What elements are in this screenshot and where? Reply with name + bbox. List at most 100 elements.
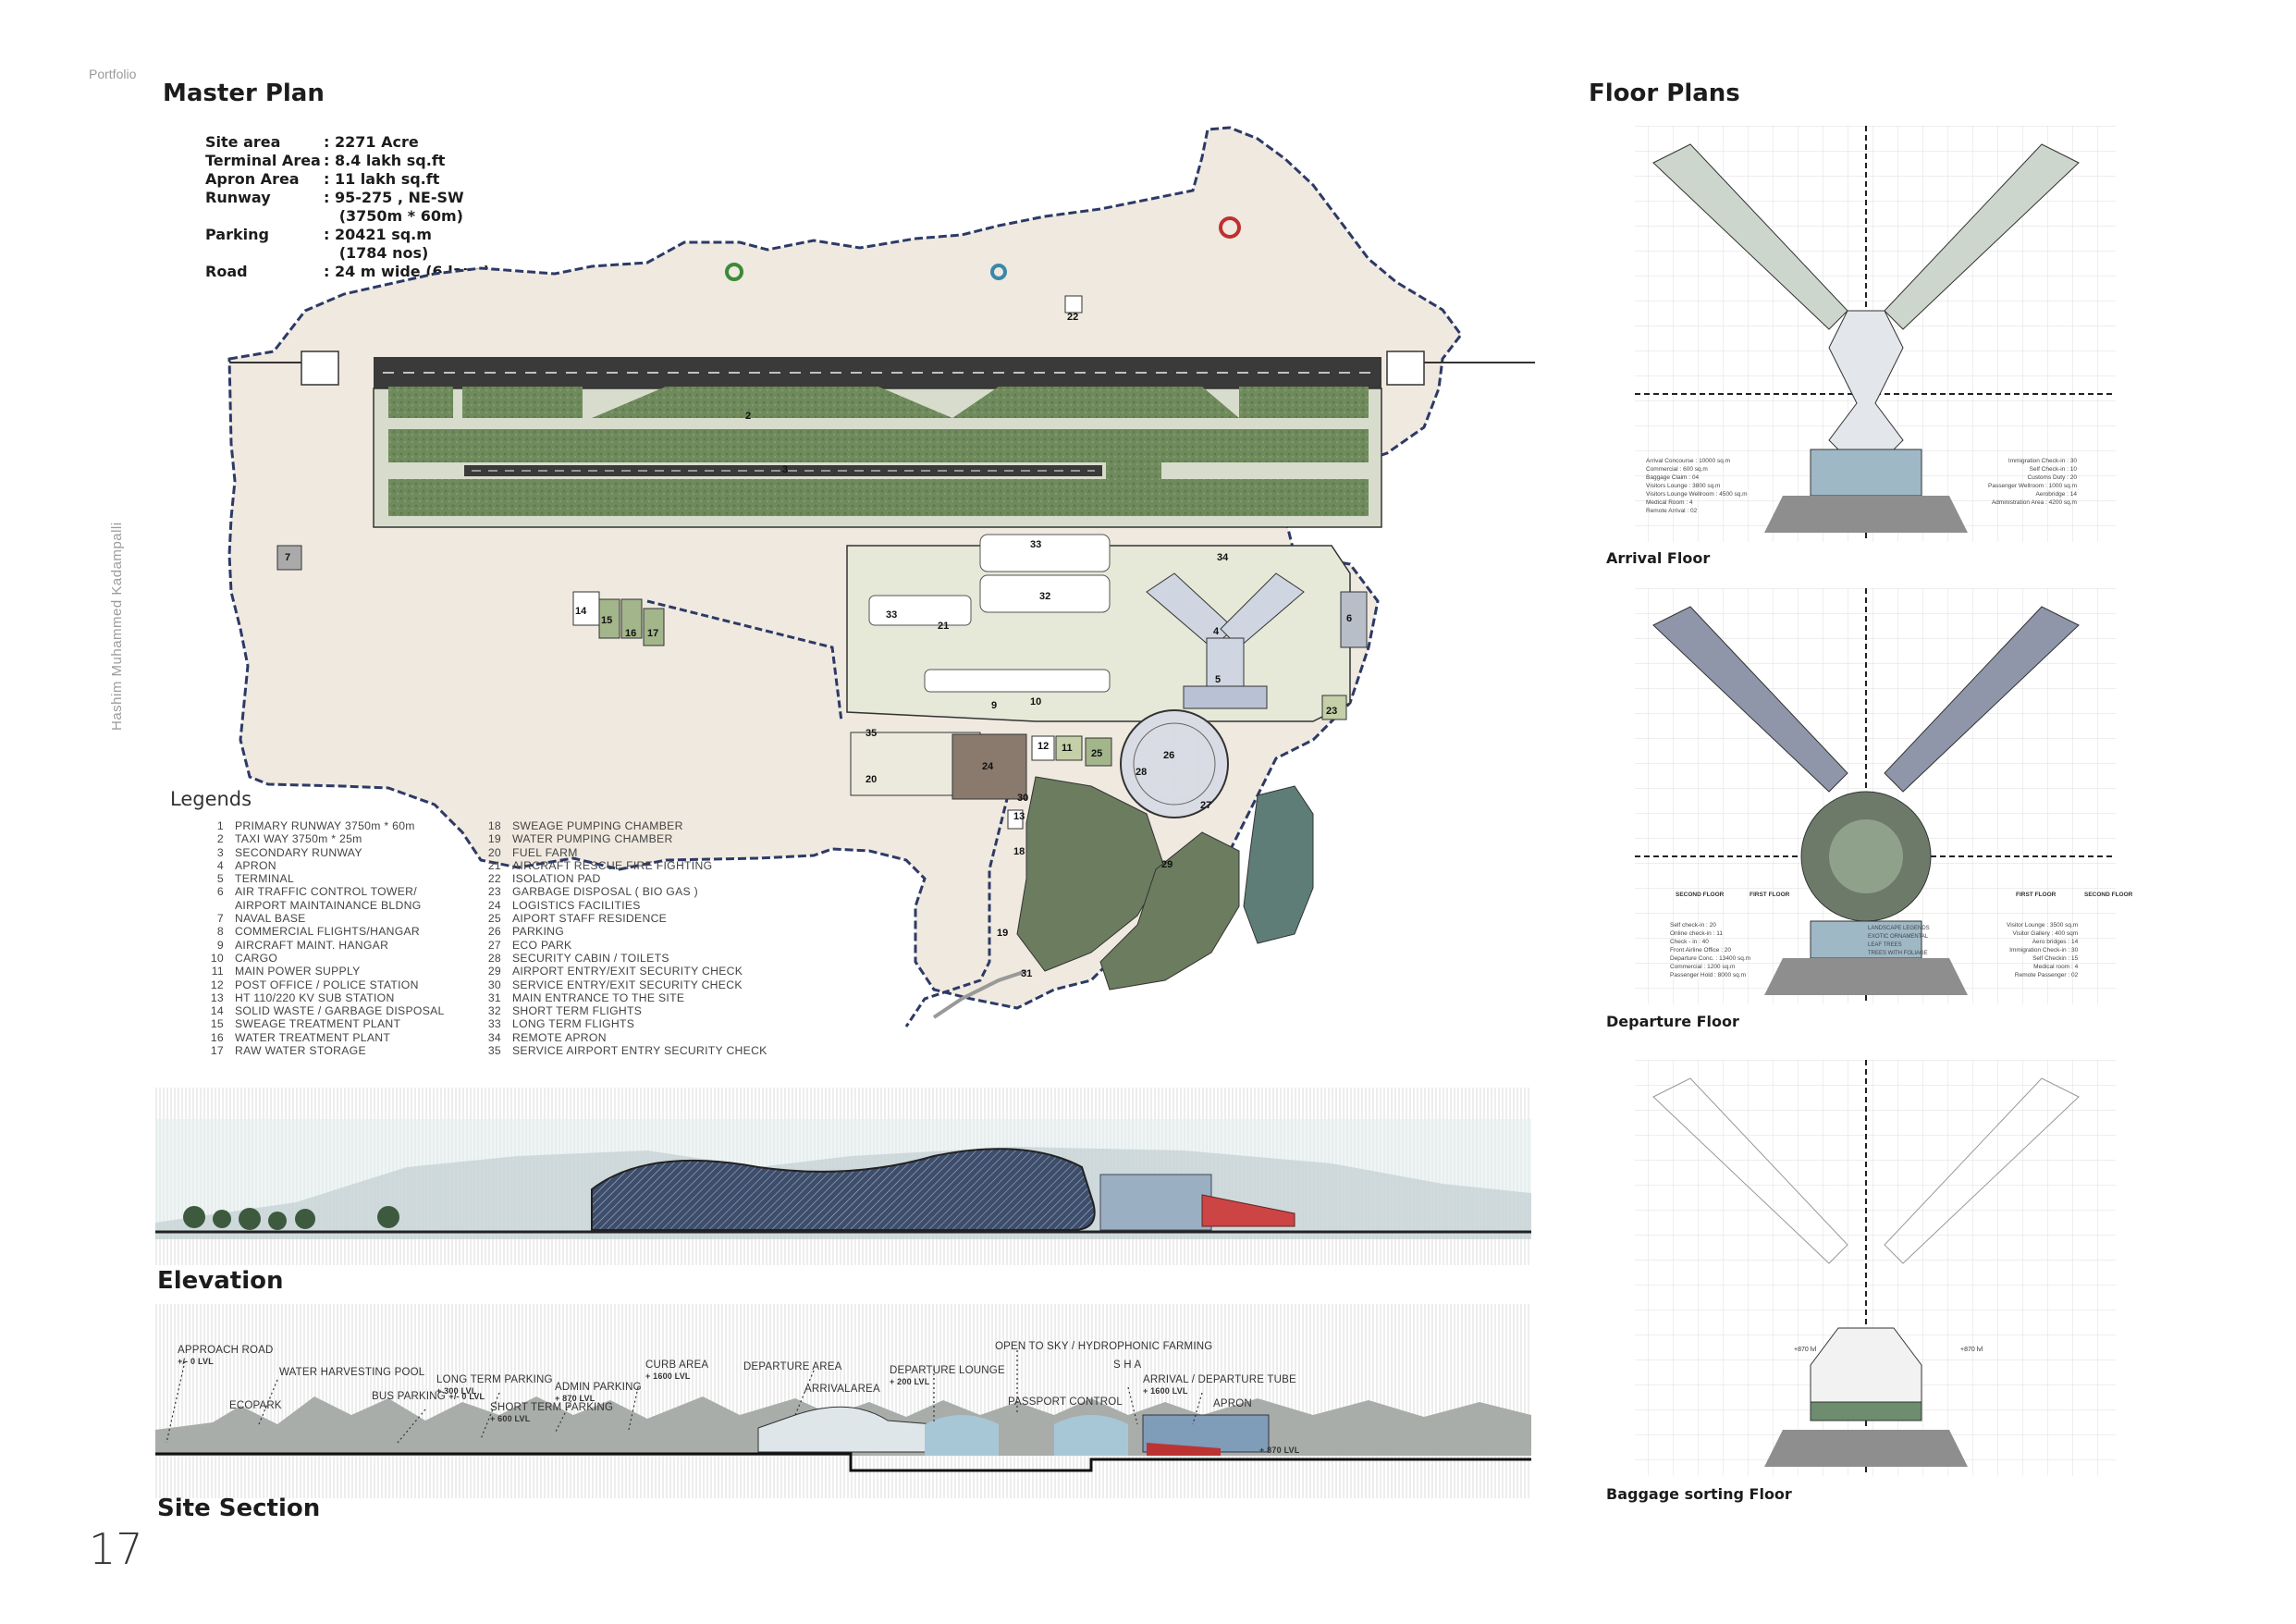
legend-number: 25 xyxy=(487,912,501,926)
legend-text: AIRPORT ENTRY/EXIT SECURITY CHECK xyxy=(512,965,743,978)
departure-notes-right: Visitor Lounge : 3500 sq.m Visitor Galle… xyxy=(2007,921,2078,979)
note-line: Commercial : 1200 sq.m xyxy=(1670,964,1736,970)
section-label-departure-lounge: DEPARTURE LOUNGE+ 200 LVL xyxy=(890,1365,1005,1386)
legend-number: 32 xyxy=(487,1004,501,1018)
legend-text: TAXI WAY 3750m * 25m xyxy=(235,832,362,846)
section-label-arrival-departure-tube: ARRIVAL / DEPARTURE TUBE+ 1600 LVL xyxy=(1143,1374,1296,1396)
map-label: 33 xyxy=(1030,539,1041,550)
legend-text: AIPORT STAFF RESIDENCE xyxy=(512,912,668,926)
legend-text: CARGO xyxy=(235,951,278,965)
map-label: 12 xyxy=(1037,741,1049,752)
note-line: Self check-in : 20 xyxy=(1670,922,1716,929)
departure-floor-plan xyxy=(1635,588,2116,1004)
map-label: 29 xyxy=(1161,859,1173,870)
map-label: 4 xyxy=(1213,626,1220,637)
pond xyxy=(1243,785,1314,944)
note-line: LANDSCAPE LEGENDS xyxy=(1868,926,1930,931)
stat-row: (3750m * 60m) xyxy=(205,207,490,226)
legend-number: 27 xyxy=(487,938,501,952)
legend-number: 26 xyxy=(487,925,501,939)
logistics-building xyxy=(952,733,1027,800)
stat-value: : 11 lakh sq.ft xyxy=(324,170,440,188)
section-label-ecopark: ECOPARK xyxy=(229,1400,282,1411)
note-line: Aerobridge : 14 xyxy=(2035,491,2077,498)
map-label: 17 xyxy=(647,628,658,639)
legend-number: 2 xyxy=(216,832,224,846)
stat-row: Runway: 95-275 , NE-SW xyxy=(205,189,490,207)
section-label-approach-road: APPROACH ROAD+/- 0 LVL xyxy=(178,1345,274,1366)
master-plan-title: Master Plan xyxy=(163,80,325,107)
section-label-level: + 870 LVL xyxy=(1259,1446,1300,1455)
section-label-long-term-parking: LONG TERM PARKING+ 300 LVL xyxy=(436,1374,553,1396)
legend-text: AIRCRAFT MAINT. HANGAR xyxy=(235,938,389,952)
legend-number: 9 xyxy=(216,938,224,952)
legend-item: AIRPORT MAINTAINANCE BLDNG xyxy=(203,899,445,912)
note-line: Visitor Gallery : 400 sqm xyxy=(2012,930,2079,937)
dep-tag-second-left: SECOND FLOOR xyxy=(1676,892,1725,898)
legend-number: 1 xyxy=(216,819,224,832)
arrival-notes-left: Arrival Concourse : 10000 sq.m Commercia… xyxy=(1646,457,1748,515)
note-line: Baggage Claim : 04 xyxy=(1646,474,1700,481)
dep-tag-first-left: FIRST FLOOR xyxy=(1750,892,1790,898)
legend-text: PARKING xyxy=(512,925,565,939)
stat-label: Parking xyxy=(205,226,269,243)
arrival-floor-label: Arrival Floor xyxy=(1606,549,1711,567)
stat-value: (3750m * 60m) xyxy=(324,207,463,225)
legend-text: HT 110/220 KV SUB STATION xyxy=(235,990,395,1004)
stat-value: : 2271 Acre xyxy=(324,133,419,151)
map-label: 27 xyxy=(1200,800,1211,811)
legend-text: ISOLATION PAD xyxy=(512,872,601,886)
author-name: Hashim Muhammed Kadampalli xyxy=(109,522,125,731)
legend-number: 4 xyxy=(216,858,224,872)
legend-text: LOGISTICS FACILITIES xyxy=(512,898,641,912)
note-line: Passenger Hold : 8000 sq.m xyxy=(1670,972,1747,978)
map-label: 34 xyxy=(1217,552,1229,563)
baggage-floor-plan xyxy=(1635,1060,2116,1476)
site-stats: Site area: 2271 Acre Terminal Area: 8.4 … xyxy=(205,133,490,281)
note-line: Medical Room : 4 xyxy=(1646,499,1693,506)
legend-number: 29 xyxy=(487,965,501,978)
arrival-notes-right: Immigration Check-in : 30 Self Check-in … xyxy=(1988,457,2077,507)
map-label: 18 xyxy=(1013,846,1025,857)
legend-number: 35 xyxy=(487,1044,501,1058)
legend-text: AIR TRAFFIC CONTROL TOWER/ xyxy=(235,885,417,899)
note-line: Customs Duty : 20 xyxy=(2027,474,2077,481)
legend-item: 26 PARKING xyxy=(481,925,767,938)
legend-number: 31 xyxy=(487,990,501,1004)
secondary-runway xyxy=(464,465,1102,476)
note-line: Remote Arrival : 02 xyxy=(1646,508,1698,514)
legend-item: 2 TAXI WAY 3750m * 25m xyxy=(203,832,445,845)
map-label: 20 xyxy=(866,774,877,785)
legend-number: 17 xyxy=(210,1044,224,1058)
legend-number: 10 xyxy=(210,951,224,965)
note-line: Commercial : 600 sq.m xyxy=(1646,466,1708,473)
note-line: Visitors Lounge : 3800 sq.m xyxy=(1646,483,1721,489)
legend-number: 23 xyxy=(487,885,501,899)
map-label: 9 xyxy=(991,700,997,711)
terminal-roof xyxy=(591,1148,1096,1231)
stat-row: Apron Area: 11 lakh sq.ft xyxy=(205,170,490,189)
stat-label: Runway xyxy=(205,189,271,206)
section-label-departure-area: DEPARTURE AREA xyxy=(743,1361,842,1372)
map-label: 23 xyxy=(1326,706,1337,717)
legend-text: SOLID WASTE / GARBAGE DISPOSAL xyxy=(235,1004,445,1018)
legend-number: 30 xyxy=(487,978,501,991)
note-line: Aero bridges : 14 xyxy=(2032,939,2079,945)
stat-label: Terminal Area xyxy=(205,152,321,169)
legend-text: LONG TERM FLIGHTS xyxy=(512,1017,635,1031)
stat-row: Parking: 20421 sq.m xyxy=(205,226,490,244)
section-label-short-term-parking: SHORT TERM PARKING+ 600 LVL xyxy=(490,1402,614,1423)
